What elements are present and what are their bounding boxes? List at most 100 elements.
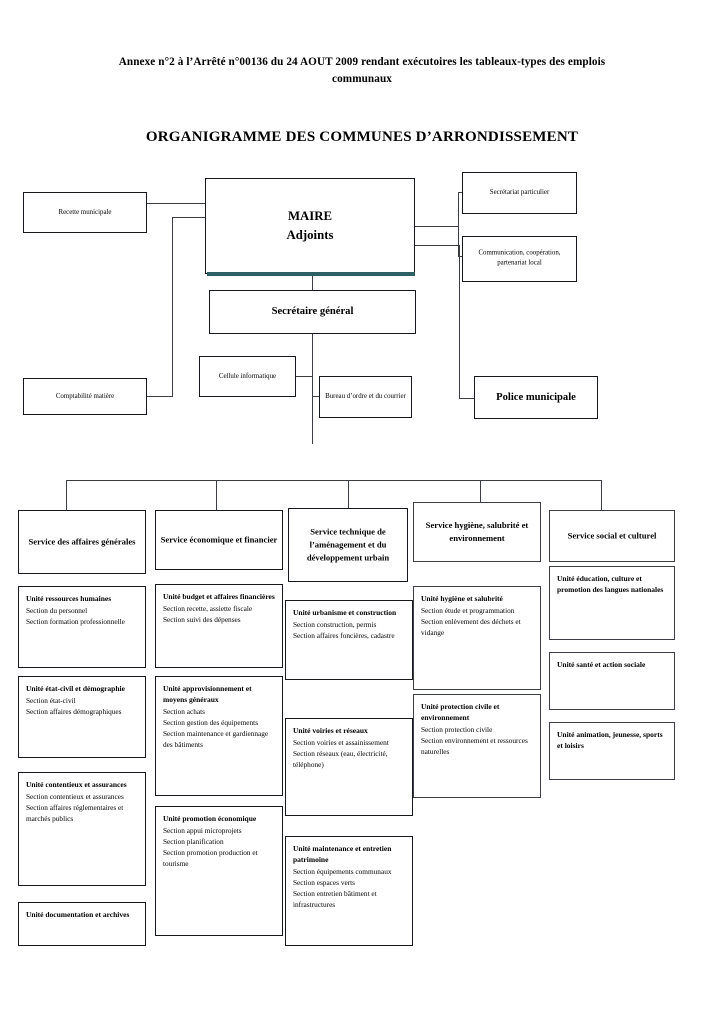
service-box-affaires-generales[interactable]: Service des affaires générales — [18, 510, 146, 574]
unit-line: Section du personnel — [26, 605, 88, 615]
unit-line: Section réseaux (eau, électricité, télép… — [293, 748, 388, 769]
unit-box[interactable]: Unité maintenance et entretien patrimoin… — [285, 836, 413, 946]
box-police-municipale[interactable]: Police municipale — [474, 376, 598, 419]
service-box-hygiene[interactable]: Service hygiène, salubrité et environnem… — [413, 502, 541, 562]
unit-header: Unité urbanisme et construction — [293, 608, 397, 617]
secretaire-general-label: Secrétaire général — [271, 306, 354, 318]
unit-header: Unité état-civil et démographie — [26, 684, 125, 693]
comptabilite-matiere-label: Comptabilité matière — [55, 392, 115, 400]
unit-line: Section contentieux et assurances — [26, 791, 124, 801]
unit-box[interactable]: Unité état-civil et démographie Section … — [18, 676, 146, 758]
unit-line: Section gestion des équipements — [163, 717, 259, 727]
unit-line: Section formation professionnelle — [26, 616, 125, 626]
box-recette-municipale[interactable]: Recette municipale — [23, 192, 147, 233]
connector-maire-right-2 — [415, 245, 459, 246]
unit-line: Section planification — [163, 836, 224, 846]
box-secretariat-particulier[interactable]: Secrétariat particulier — [462, 172, 577, 214]
unit-header: Unité animation, jeunesse, sports et loi… — [557, 730, 663, 750]
unit-header: Unité éducation, culture et promotion de… — [557, 574, 664, 594]
box-communication[interactable]: Communication, coopération, partenariat … — [462, 236, 577, 282]
service-label: Service hygiène, salubrité et environnem… — [425, 520, 529, 543]
unit-line: Section maintenance et gardiennage des b… — [163, 728, 269, 749]
box-cellule-informatique[interactable]: Cellule informatique — [199, 356, 296, 397]
unit-line: Section suivi des dépenses — [163, 614, 241, 624]
connector-right-vertical — [458, 192, 459, 256]
unit-box[interactable]: Unité budget et affaires financières Sec… — [155, 584, 283, 668]
unit-header: Unité ressources humaines — [26, 594, 112, 603]
page-title: ORGANIGRAMME DES COMMUNES D’ARRONDISSEME… — [145, 129, 579, 145]
unit-line: Section recette, assiette fiscale — [163, 603, 253, 613]
connector-recette-maire — [147, 203, 205, 204]
unit-line: Section affaires démographiques — [26, 706, 122, 716]
unit-header: Unité promotion économique — [163, 814, 257, 823]
connector-maire-sg — [312, 276, 313, 290]
connector-cellule-informatique — [296, 376, 312, 377]
service-label: Service économique et financier — [160, 534, 278, 545]
unit-box[interactable]: Unité documentation et archives — [18, 902, 146, 946]
box-bureau-ordre[interactable]: Bureau d’ordre et du courrier — [319, 376, 412, 418]
connector-communication — [458, 256, 465, 257]
unit-line: Section construction, permis — [293, 619, 377, 629]
connector-drop-service-5 — [601, 480, 602, 510]
unit-box[interactable]: Unité hygiène et salubrité Section étude… — [413, 586, 541, 690]
unit-line: Section voiries et assainissement — [293, 737, 389, 747]
unit-line: Section entretien bâtiment et infrastruc… — [293, 888, 377, 909]
service-box-technique[interactable]: Service technique de l’aménagement et du… — [288, 508, 408, 582]
adjoints-label: Adjoints — [286, 228, 334, 242]
unit-box[interactable]: Unité approvisionnement et moyens généra… — [155, 676, 283, 796]
unit-line: Section état-civil — [26, 695, 76, 705]
recette-municipale-label: Recette municipale — [58, 208, 112, 216]
connector-left-vertical — [172, 217, 173, 396]
maire-block: MAIRE Adjoints — [206, 207, 414, 245]
service-box-economique-financier[interactable]: Service économique et financier — [155, 510, 283, 570]
unit-header: Unité documentation et archives — [26, 910, 130, 919]
box-maire[interactable]: MAIRE Adjoints — [205, 178, 415, 274]
connector-secretariat — [458, 192, 465, 193]
unit-box[interactable]: Unité éducation, culture et promotion de… — [549, 566, 675, 640]
unit-box[interactable]: Unité animation, jeunesse, sports et loi… — [549, 722, 675, 780]
unit-box[interactable]: Unité santé et action sociale — [549, 652, 675, 710]
unit-line: Section espaces verts — [293, 877, 356, 887]
connector-police-vertical — [459, 245, 460, 398]
unit-box[interactable]: Unité protection civile et environnement… — [413, 694, 541, 798]
box-secretaire-general[interactable]: Secrétaire général — [209, 290, 416, 334]
maire-label: MAIRE — [287, 208, 333, 223]
connector-sg-vertical — [312, 334, 313, 444]
unit-box[interactable]: Unité ressources humaines Section du per… — [18, 586, 146, 668]
maire-accent-bar — [207, 272, 415, 276]
police-municipale-label: Police municipale — [496, 391, 576, 403]
connector-police-municipale — [459, 398, 474, 399]
box-comptabilite-matiere[interactable]: Comptabilité matière — [23, 378, 147, 415]
unit-header: Unité hygiène et salubrité — [421, 594, 503, 603]
unit-header: Unité voiries et réseaux — [293, 726, 368, 735]
service-box-social-culturel[interactable]: Service social et culturel — [549, 510, 675, 562]
unit-line: Section affaires foncières, cadastre — [293, 630, 395, 640]
unit-line: Section environnement et ressources natu… — [421, 735, 528, 756]
communication-label: Communication, coopération, partenariat … — [478, 249, 561, 267]
connector-drop-service-3 — [348, 480, 349, 508]
service-label: Service technique de l’aménagement et du… — [306, 526, 390, 563]
connector-service-bus — [66, 480, 601, 481]
unit-line: Section promotion production et tourisme — [163, 847, 258, 868]
unit-header: Unité maintenance et entretien patrimoin… — [293, 844, 392, 864]
connector-comptabilite-bus — [147, 396, 173, 397]
connector-drop-service-2 — [216, 480, 217, 510]
unit-header: Unité budget et affaires financières — [163, 592, 275, 601]
connector-bureau-ordre — [312, 396, 319, 397]
unit-box[interactable]: Unité contentieux et assurances Section … — [18, 772, 146, 886]
unit-box[interactable]: Unité voiries et réseaux Section voiries… — [285, 718, 413, 816]
annexe-title: Annexe n°2 à l’Arrêté n°00136 du 24 AOUT… — [118, 56, 606, 86]
connector-maire-right-1 — [415, 226, 458, 227]
unit-box[interactable]: Unité promotion économique Section appui… — [155, 806, 283, 936]
unit-line: Section équipements communaux — [293, 866, 392, 876]
secretariat-particulier-label: Secrétariat particulier — [489, 188, 550, 196]
unit-box[interactable]: Unité urbanisme et construction Section … — [285, 600, 413, 680]
unit-header: Unité contentieux et assurances — [26, 780, 127, 789]
service-label: Service social et culturel — [567, 530, 657, 541]
unit-header: Unité protection civile et environnement — [421, 702, 500, 722]
unit-line: Section achats — [163, 706, 205, 716]
connector-maire-left-stub — [172, 217, 205, 218]
unit-line: Section enlèvement des déchets et vidang… — [421, 616, 521, 637]
connector-drop-service-4 — [480, 480, 481, 502]
